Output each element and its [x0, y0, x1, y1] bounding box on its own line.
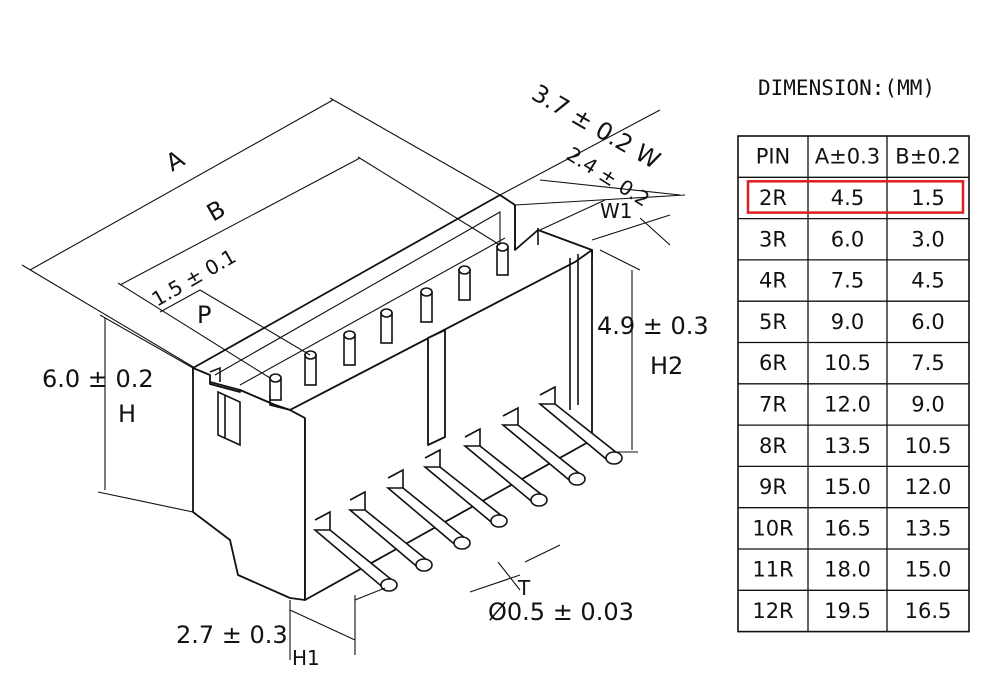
dim-P-label: P	[197, 301, 211, 329]
table-cell: 9.0	[911, 392, 944, 416]
bottom-pin	[385, 487, 471, 550]
table-cell: 12.0	[905, 475, 952, 499]
bottom-pin	[347, 509, 433, 572]
dim-B-label: B	[202, 195, 230, 227]
dim-P-value: 1.5 ± 0.1	[148, 244, 241, 311]
top-pin	[458, 265, 471, 301]
table-cell: 3R	[759, 227, 787, 251]
table-cell: 10R	[752, 516, 793, 540]
table-cell: 4.5	[831, 186, 864, 210]
table-cell: 9R	[759, 475, 787, 499]
table-cell: 8R	[759, 434, 787, 458]
bottom-pins	[312, 403, 623, 592]
dimension-table: DIMENSION:(MM) PIN A±0.3 B±0.2 2R 4.5 1.5 3R 6.…	[737, 76, 970, 633]
bottom-pin	[500, 424, 586, 486]
table-cell: 15.0	[824, 475, 871, 499]
table-cell: 11R	[752, 558, 793, 582]
table-cell: 12.0	[824, 392, 871, 416]
top-pin	[496, 242, 509, 276]
table-cell: 3.0	[911, 227, 944, 251]
top-pin	[269, 373, 282, 401]
table-cell: 16.5	[824, 516, 871, 540]
dim-T-value: Ø0.5 ± 0.03	[488, 598, 634, 626]
dim-H-label: H	[118, 400, 136, 428]
table-cell: 16.5	[905, 599, 952, 623]
dim-H2-value: 4.9 ± 0.3	[597, 312, 709, 340]
table-cell: 1.5	[911, 186, 944, 210]
table-cell: 10.5	[905, 434, 952, 458]
table-cells: PIN A±0.3 B±0.2 2R 4.5 1.5 3R 6.0 3.0 4R 7.5 4.5 5R 9…	[752, 145, 960, 623]
top-pins	[269, 242, 509, 401]
table-header-cell: PIN	[756, 145, 791, 169]
table-cell: 18.0	[824, 558, 871, 582]
dim-T-label: T	[517, 576, 531, 600]
dim-A-label: A	[161, 144, 190, 177]
table-cell: 13.5	[824, 434, 871, 458]
highlight-box	[746, 180, 965, 214]
table-grid	[737, 135, 970, 633]
table-cell: 6.0	[911, 310, 944, 334]
table-cell: 19.5	[824, 599, 871, 623]
top-pin	[343, 330, 356, 366]
bottom-pin	[422, 466, 508, 528]
table-cell: 5R	[759, 310, 787, 334]
table-cell: 13.5	[905, 516, 952, 540]
table-cell: 15.0	[905, 558, 952, 582]
table-title: DIMENSION:(MM)	[758, 76, 935, 100]
table-cell: 10.5	[824, 351, 871, 375]
top-pin	[304, 350, 317, 386]
table-cell: 6R	[759, 351, 787, 375]
dim-H1-label: H1	[292, 646, 320, 670]
top-pin	[380, 308, 393, 344]
table-cell: 4.5	[911, 269, 944, 293]
table-cell: 6.0	[831, 227, 864, 251]
dim-H-value: 6.0 ± 0.2	[42, 365, 154, 393]
dimension-lines	[21, 97, 686, 660]
table-header-cell: A±0.3	[815, 145, 880, 169]
top-pin	[420, 287, 433, 323]
table-cell: 9.0	[831, 310, 864, 334]
table-cell: 12R	[752, 599, 793, 623]
connector-body	[192, 194, 593, 601]
table-header-cell: B±0.2	[895, 145, 960, 169]
dim-H1-value: 2.7 ± 0.3	[176, 621, 288, 649]
table-cell: 4R	[759, 269, 787, 293]
table-cell: 7R	[759, 392, 787, 416]
table-cell: 2R	[759, 186, 787, 210]
bottom-pin	[537, 403, 623, 465]
table-cell: 7.5	[831, 269, 864, 293]
bottom-pin	[462, 445, 548, 507]
dim-W1-label: W1	[600, 199, 633, 223]
dim-H2-label: H2	[650, 352, 683, 380]
table-cell: 7.5	[911, 351, 944, 375]
